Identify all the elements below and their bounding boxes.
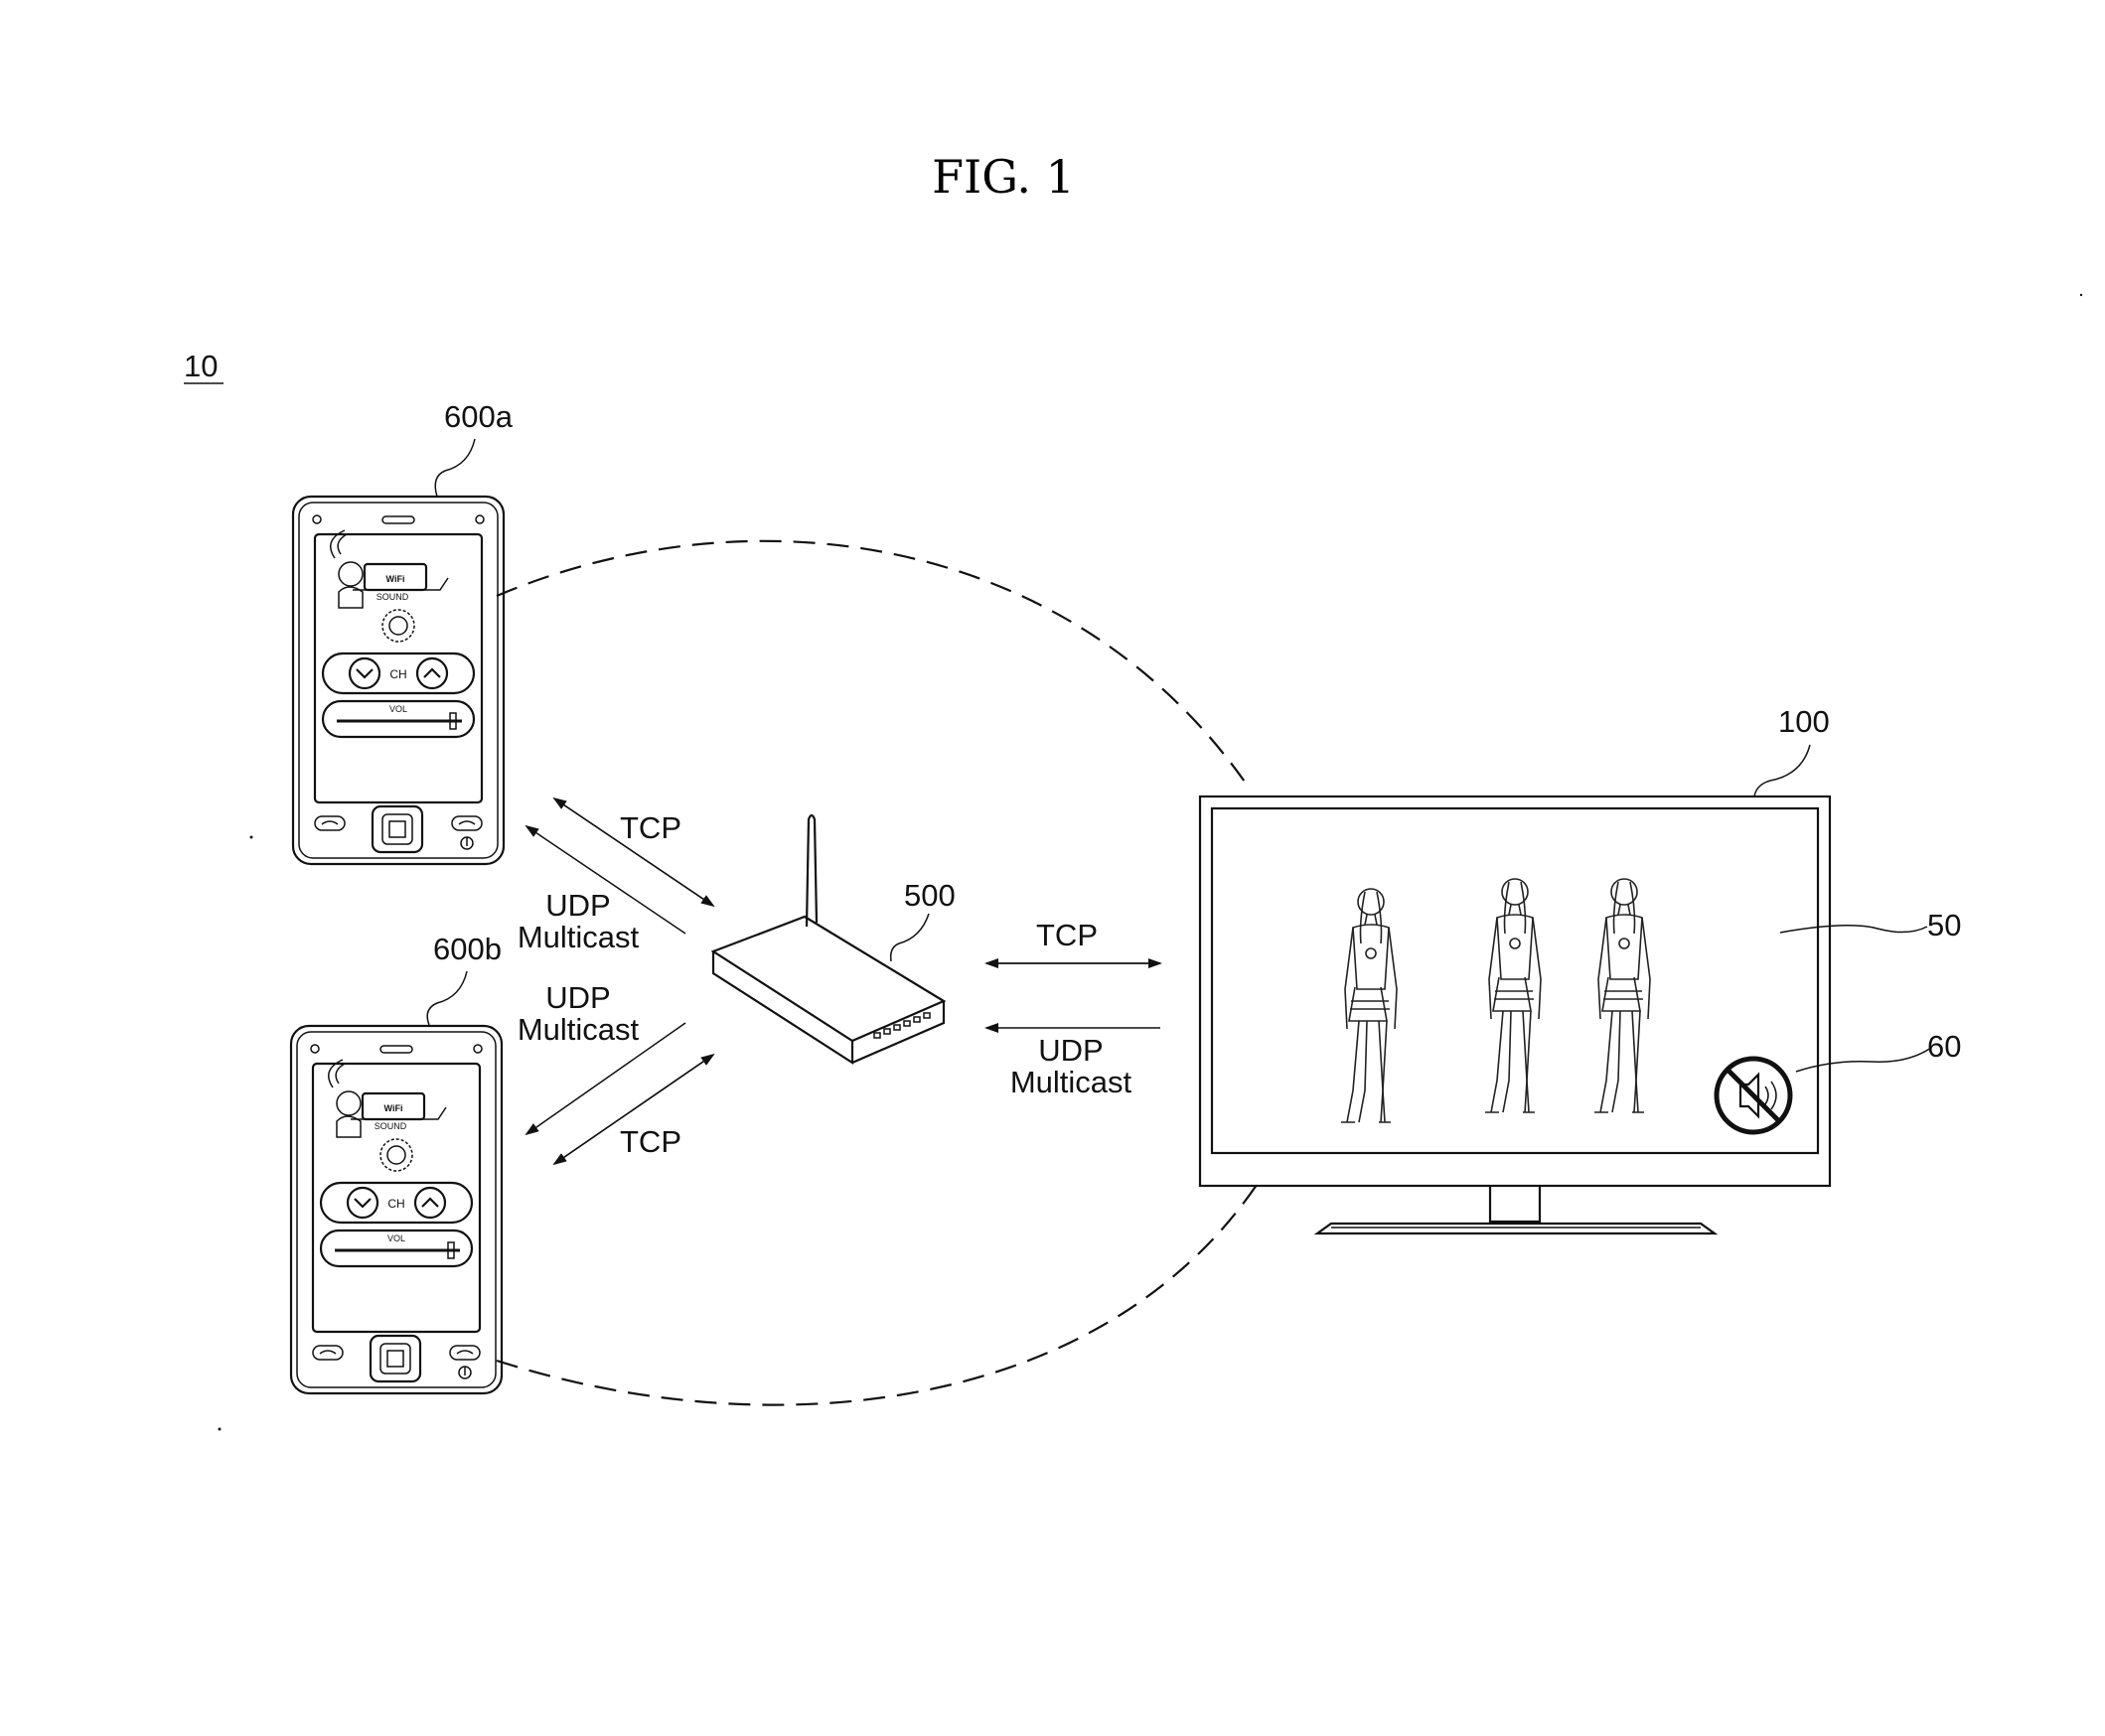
phone-b-ref: 600b — [433, 932, 502, 966]
mute-ref: 60 — [1927, 1029, 1961, 1064]
label-tv-tcp: TCP — [1036, 918, 1098, 952]
scan-dot — [219, 1428, 222, 1431]
tv-screen — [1212, 808, 1818, 1153]
coverage-arc-top — [497, 541, 1247, 785]
phone-b-leader — [427, 971, 467, 1025]
label-phone-a-udp-2: Multicast — [518, 920, 640, 954]
tv-100 — [1200, 796, 1830, 1233]
label-phone-a-udp-1: UDP — [545, 888, 610, 923]
system-ref: 10 — [184, 349, 218, 383]
tv-leader — [1754, 745, 1810, 796]
router-ref: 500 — [904, 878, 956, 913]
label-phone-b-tcp: TCP — [620, 1124, 681, 1159]
antenna — [807, 815, 817, 927]
mute-icon — [1717, 1059, 1790, 1132]
coverage-arc-bottom — [497, 1185, 1257, 1405]
phone-a-leader — [435, 439, 475, 497]
scan-dot — [250, 836, 253, 839]
scan-dot — [2080, 294, 2082, 296]
label-phone-b-udp-1: UDP — [545, 980, 610, 1015]
phone-600b — [291, 1026, 502, 1393]
phone-600a — [293, 497, 504, 864]
label-phone-b-udp-2: Multicast — [518, 1012, 640, 1047]
router-leader — [891, 914, 929, 961]
router-leds — [874, 1013, 930, 1038]
tv-neck — [1490, 1186, 1540, 1222]
label-tv-udp-1: UDP — [1038, 1033, 1103, 1068]
figure-title: FIG. 1 — [932, 150, 1075, 204]
tv-ref: 100 — [1778, 704, 1830, 739]
tv-stand — [1317, 1224, 1715, 1233]
screen-ref: 50 — [1927, 908, 1961, 942]
label-tv-udp-2: Multicast — [1010, 1065, 1132, 1099]
phone-a-ref: 600a — [444, 399, 514, 434]
mute-leader — [1796, 1048, 1931, 1072]
label-phone-a-tcp: TCP — [620, 810, 681, 845]
screen-leader — [1780, 926, 1927, 933]
